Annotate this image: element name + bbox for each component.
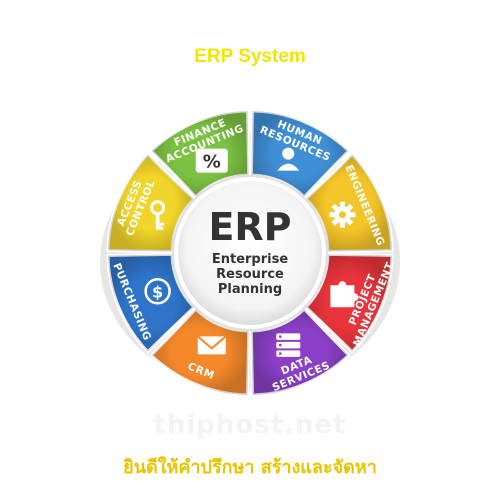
thai-tagline: ยินดีให้คำปรึกษา สร้างและจัดหา [123, 457, 377, 478]
watermark: thiphost.net [153, 410, 347, 440]
segment-shade [108, 254, 194, 352]
segment-shade [251, 111, 349, 197]
center-disc [178, 181, 322, 325]
svg-text:$: $ [152, 282, 163, 301]
puzzle-icon [330, 281, 359, 308]
envelope-icon [197, 335, 227, 355]
center-line-3: Planning [218, 282, 282, 297]
svg-text:%: % [203, 152, 221, 173]
segment-shade [306, 154, 392, 252]
gear-icon [329, 201, 356, 228]
server-icon [276, 333, 301, 357]
center-abbr: ERP [208, 205, 291, 249]
center-line-2: Resource [216, 267, 284, 282]
page-title: ERP System [194, 46, 306, 67]
segment-shade [108, 154, 194, 252]
key-icon [150, 200, 166, 230]
dollar-icon: $ [144, 278, 171, 305]
person-icon [277, 147, 300, 171]
percent-icon: % [195, 148, 228, 173]
center-line-1: Enterprise [212, 252, 288, 267]
